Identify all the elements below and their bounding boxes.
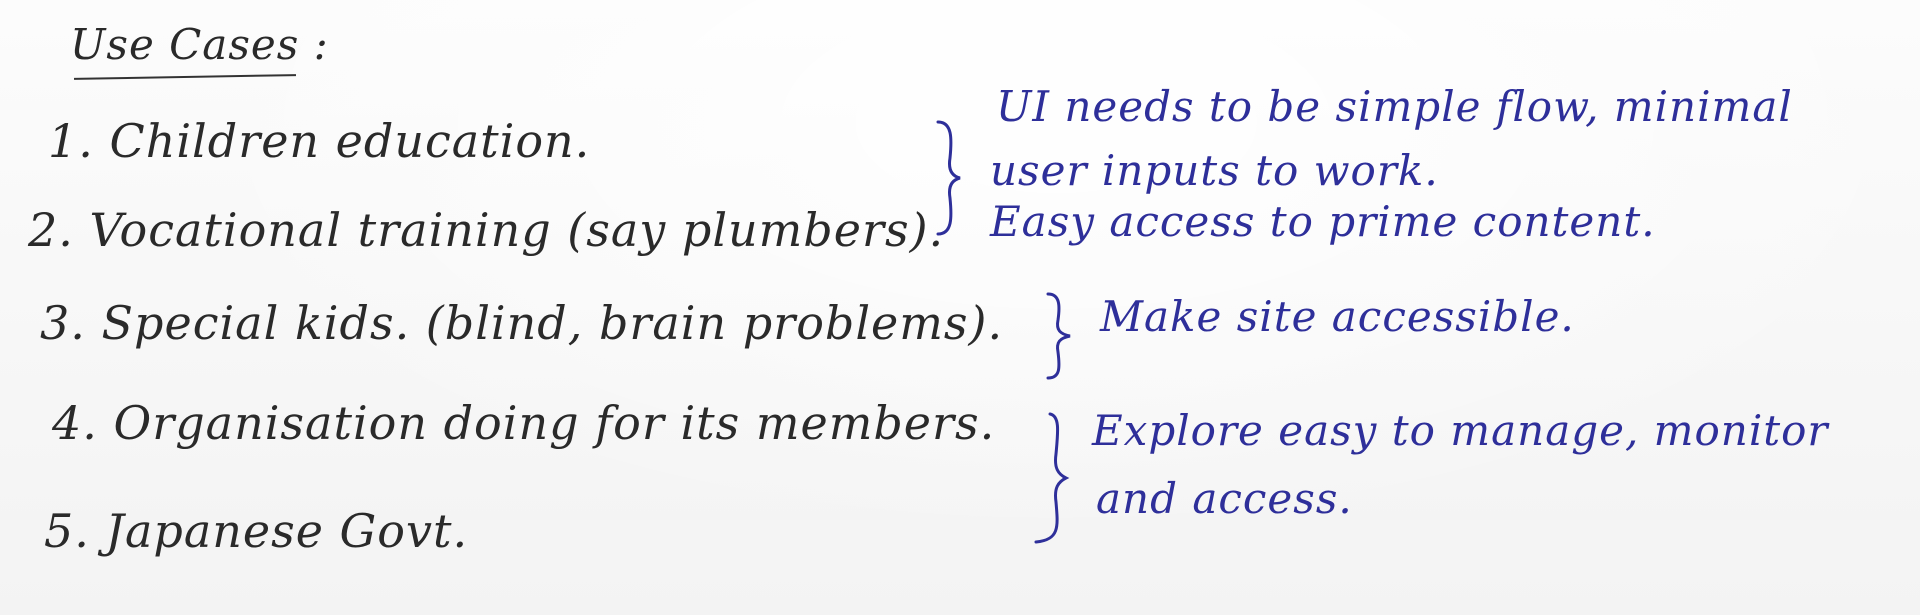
use-case-item: 1. Children education.: [48, 114, 591, 168]
note-manage-line1: Explore easy to manage, monitor: [1092, 406, 1829, 455]
use-case-item: 5. Japanese Govt.: [44, 504, 469, 558]
use-case-item: 4. Organisation doing for its members.: [52, 396, 996, 450]
curly-brace-icon: [1046, 292, 1071, 380]
curly-brace-icon: [936, 120, 961, 236]
use-case-item: 3. Special kids. (blind, brain problems)…: [40, 296, 1004, 350]
note-accessible: Make site accessible.: [1100, 292, 1575, 341]
note-ui-simple-line1: UI needs to be simple flow, minimal: [996, 82, 1793, 131]
note-manage-line2: and access.: [1096, 474, 1353, 523]
note-ui-simple-line2: user inputs to work.: [990, 146, 1439, 195]
use-case-item: 2. Vocational training (say plumbers).: [28, 203, 945, 257]
curly-brace-icon: [1034, 412, 1070, 544]
note-ui-simple-line3: Easy access to prime content.: [990, 197, 1656, 246]
page-title: Use Cases :: [70, 20, 329, 69]
